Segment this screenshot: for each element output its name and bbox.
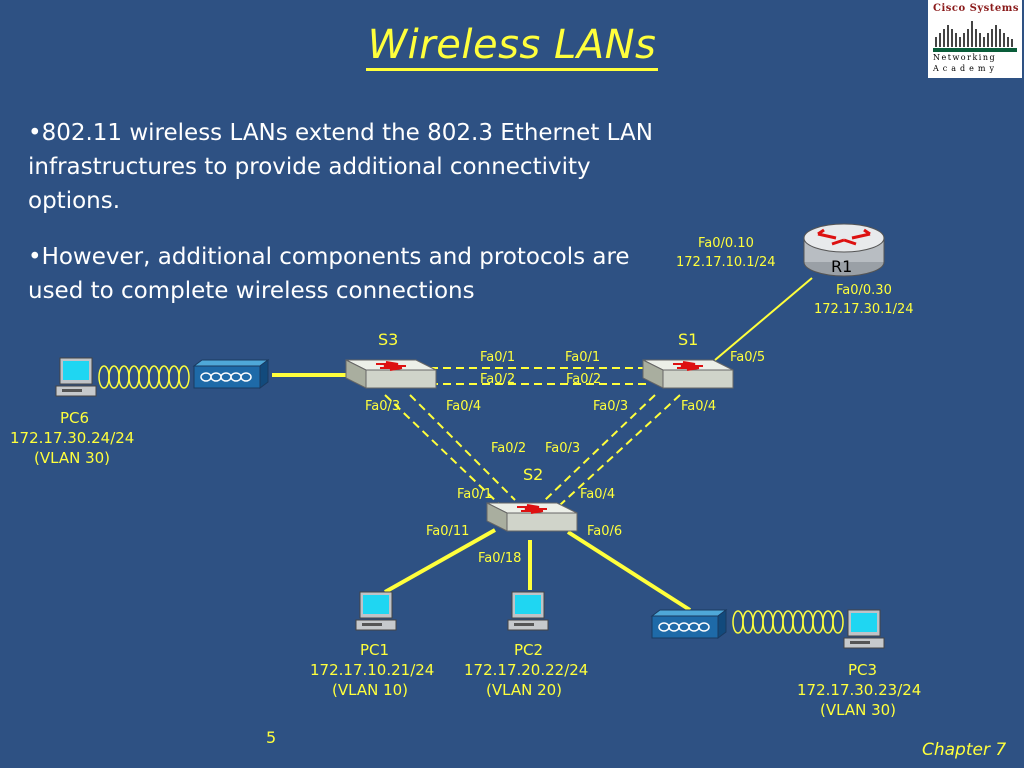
pc3-ip: 172.17.30.23/24 bbox=[797, 681, 921, 699]
bullet-list: •802.11 wireless LANs extend the 802.3 E… bbox=[28, 116, 668, 330]
access-point-s2[interactable] bbox=[651, 609, 727, 639]
cisco-academy-logo: Cisco Systems Networking Academy bbox=[928, 0, 1022, 78]
pc2-name: PC2 bbox=[514, 641, 543, 659]
link-r1-s1 bbox=[714, 277, 813, 361]
pc1-computer-icon[interactable] bbox=[355, 591, 397, 631]
s3-port-fa03: Fa0/3 bbox=[365, 399, 400, 414]
link-s2-pc1 bbox=[384, 528, 496, 594]
wireless-signal-pc6 bbox=[98, 365, 190, 389]
s1-port-fa02: Fa0/2 bbox=[566, 372, 601, 387]
s3-port-fa01: Fa0/1 bbox=[480, 350, 515, 365]
bullet-1: •802.11 wireless LANs extend the 802.3 E… bbox=[28, 120, 653, 214]
switch-s3-name: S3 bbox=[378, 330, 398, 349]
s2-port-fa03: Fa0/3 bbox=[545, 441, 580, 456]
switch-s1[interactable] bbox=[642, 359, 734, 389]
s1-port-fa04: Fa0/4 bbox=[681, 399, 716, 414]
pc2-ip: 172.17.20.22/24 bbox=[464, 661, 588, 679]
pc6-ip: 172.17.30.24/24 bbox=[10, 429, 134, 447]
router-arrows-icon bbox=[817, 228, 871, 246]
s2-port-fa04: Fa0/4 bbox=[580, 487, 615, 502]
wireless-signal-pc3 bbox=[732, 610, 844, 634]
router-if2: Fa0/0.30 bbox=[836, 283, 892, 298]
pc1-ip: 172.17.10.21/24 bbox=[310, 661, 434, 679]
pc6-name: PC6 bbox=[60, 409, 89, 427]
bullet-2: •However, additional components and prot… bbox=[28, 244, 630, 304]
chapter-label: Chapter 7 bbox=[922, 740, 1007, 760]
router-name: R1 bbox=[831, 257, 852, 276]
s2-port-fa018: Fa0/18 bbox=[478, 551, 521, 566]
slide-title: Wireless LANs bbox=[0, 22, 1024, 71]
s2-port-fa01: Fa0/1 bbox=[457, 487, 492, 502]
pc6-vlan: (VLAN 30) bbox=[34, 449, 110, 467]
switch-s1-name: S1 bbox=[678, 330, 698, 349]
router-if1: Fa0/0.10 bbox=[698, 236, 754, 251]
pc3-computer-icon[interactable] bbox=[843, 609, 885, 649]
links bbox=[272, 277, 813, 612]
s1-port-fa01: Fa0/1 bbox=[565, 350, 600, 365]
access-point-s3[interactable] bbox=[193, 359, 269, 389]
switch-s2-name: S2 bbox=[523, 465, 543, 484]
s1-port-fa03: Fa0/3 bbox=[593, 399, 628, 414]
router-r1[interactable] bbox=[803, 223, 885, 277]
s2-port-fa02: Fa0/2 bbox=[491, 441, 526, 456]
router-ip1: 172.17.10.1/24 bbox=[676, 255, 776, 270]
logo-line-3: Academy bbox=[933, 64, 998, 73]
s2-port-fa011: Fa0/11 bbox=[426, 524, 469, 539]
logo-line-2: Networking bbox=[933, 53, 997, 62]
link-s3-s2-fa04 bbox=[409, 394, 516, 501]
switch-s3[interactable] bbox=[345, 359, 437, 389]
link-s3-s2-fa03 bbox=[384, 394, 501, 506]
page-number: 5 bbox=[266, 728, 277, 747]
slide-title-text: Wireless LANs bbox=[365, 22, 659, 71]
s2-port-fa06: Fa0/6 bbox=[587, 524, 622, 539]
link-s2-ap3 bbox=[566, 530, 692, 612]
logo-line-1: Cisco Systems bbox=[933, 3, 1019, 14]
s1-port-fa05: Fa0/5 bbox=[730, 350, 765, 365]
s3-port-fa02: Fa0/2 bbox=[480, 372, 515, 387]
pc2-vlan: (VLAN 20) bbox=[486, 681, 562, 699]
pc3-name: PC3 bbox=[848, 661, 877, 679]
link-s1-s2-fa04 bbox=[559, 394, 681, 506]
pc1-vlan: (VLAN 10) bbox=[332, 681, 408, 699]
pc6-computer-icon[interactable] bbox=[55, 357, 97, 397]
pc3-vlan: (VLAN 30) bbox=[820, 701, 896, 719]
logo-bars-icon bbox=[933, 21, 1017, 52]
pc2-computer-icon[interactable] bbox=[507, 591, 549, 631]
pc1-name: PC1 bbox=[360, 641, 389, 659]
s3-port-fa04: Fa0/4 bbox=[446, 399, 481, 414]
router-ip2: 172.17.30.1/24 bbox=[814, 302, 914, 317]
switch-s2[interactable] bbox=[486, 502, 578, 532]
